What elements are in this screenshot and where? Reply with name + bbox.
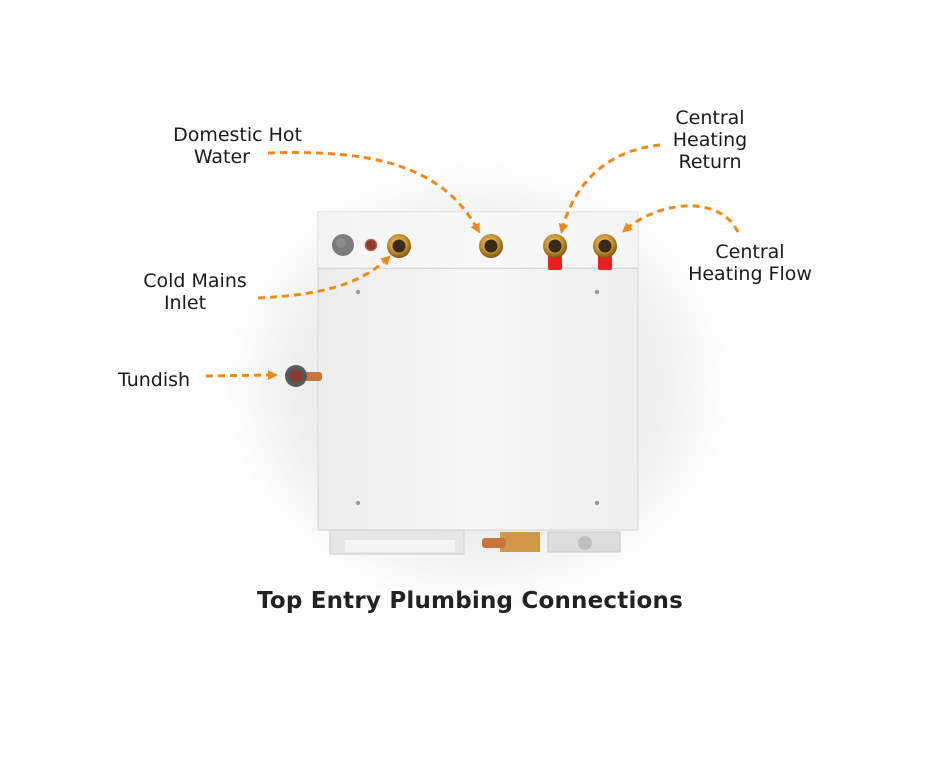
label-line: Cold Mains — [143, 270, 247, 292]
small-valve — [364, 238, 378, 252]
label-line: Return — [678, 151, 742, 173]
screw-icon — [355, 289, 361, 295]
central-heating-return-arrow — [558, 143, 661, 234]
cold-mains-connector — [387, 234, 411, 258]
tundish-label: Tundish — [118, 369, 190, 391]
screw-icon — [594, 289, 600, 295]
central-heating-flow-connector — [593, 234, 617, 270]
tundish-pipe — [285, 365, 322, 387]
bottom-components — [329, 529, 621, 555]
central-heating-return-label: Central Heating Return — [660, 107, 760, 173]
cold-mains-inlet-label: Cold Mains Inlet — [130, 270, 260, 314]
label-line: Central — [675, 107, 745, 129]
diagram-caption: Top Entry Plumbing Connections — [256, 588, 683, 614]
label-line: Heating — [672, 129, 748, 151]
label-line: Tundish — [118, 369, 191, 391]
central-heating-flow-label: Central Heating Flow — [680, 241, 820, 285]
top-strip — [318, 212, 638, 268]
domestic-hot-water-connector — [479, 234, 503, 258]
central-heating-return-connector — [543, 234, 567, 270]
domestic-hot-water-label: Domestic Hot Water — [152, 124, 302, 168]
screw-icon — [355, 500, 361, 506]
label-line: Central — [715, 241, 785, 263]
domestic-hot-water-arrow — [267, 151, 480, 234]
central-heating-flow-arrow — [621, 204, 740, 233]
cold-mains-inlet-arrow — [257, 255, 391, 300]
screw-icon — [594, 500, 600, 506]
label-line: Heating Flow — [688, 263, 812, 285]
label-line: Domestic Hot — [173, 124, 302, 146]
label-line: Inlet — [163, 292, 207, 314]
label-line: Water — [193, 146, 250, 168]
